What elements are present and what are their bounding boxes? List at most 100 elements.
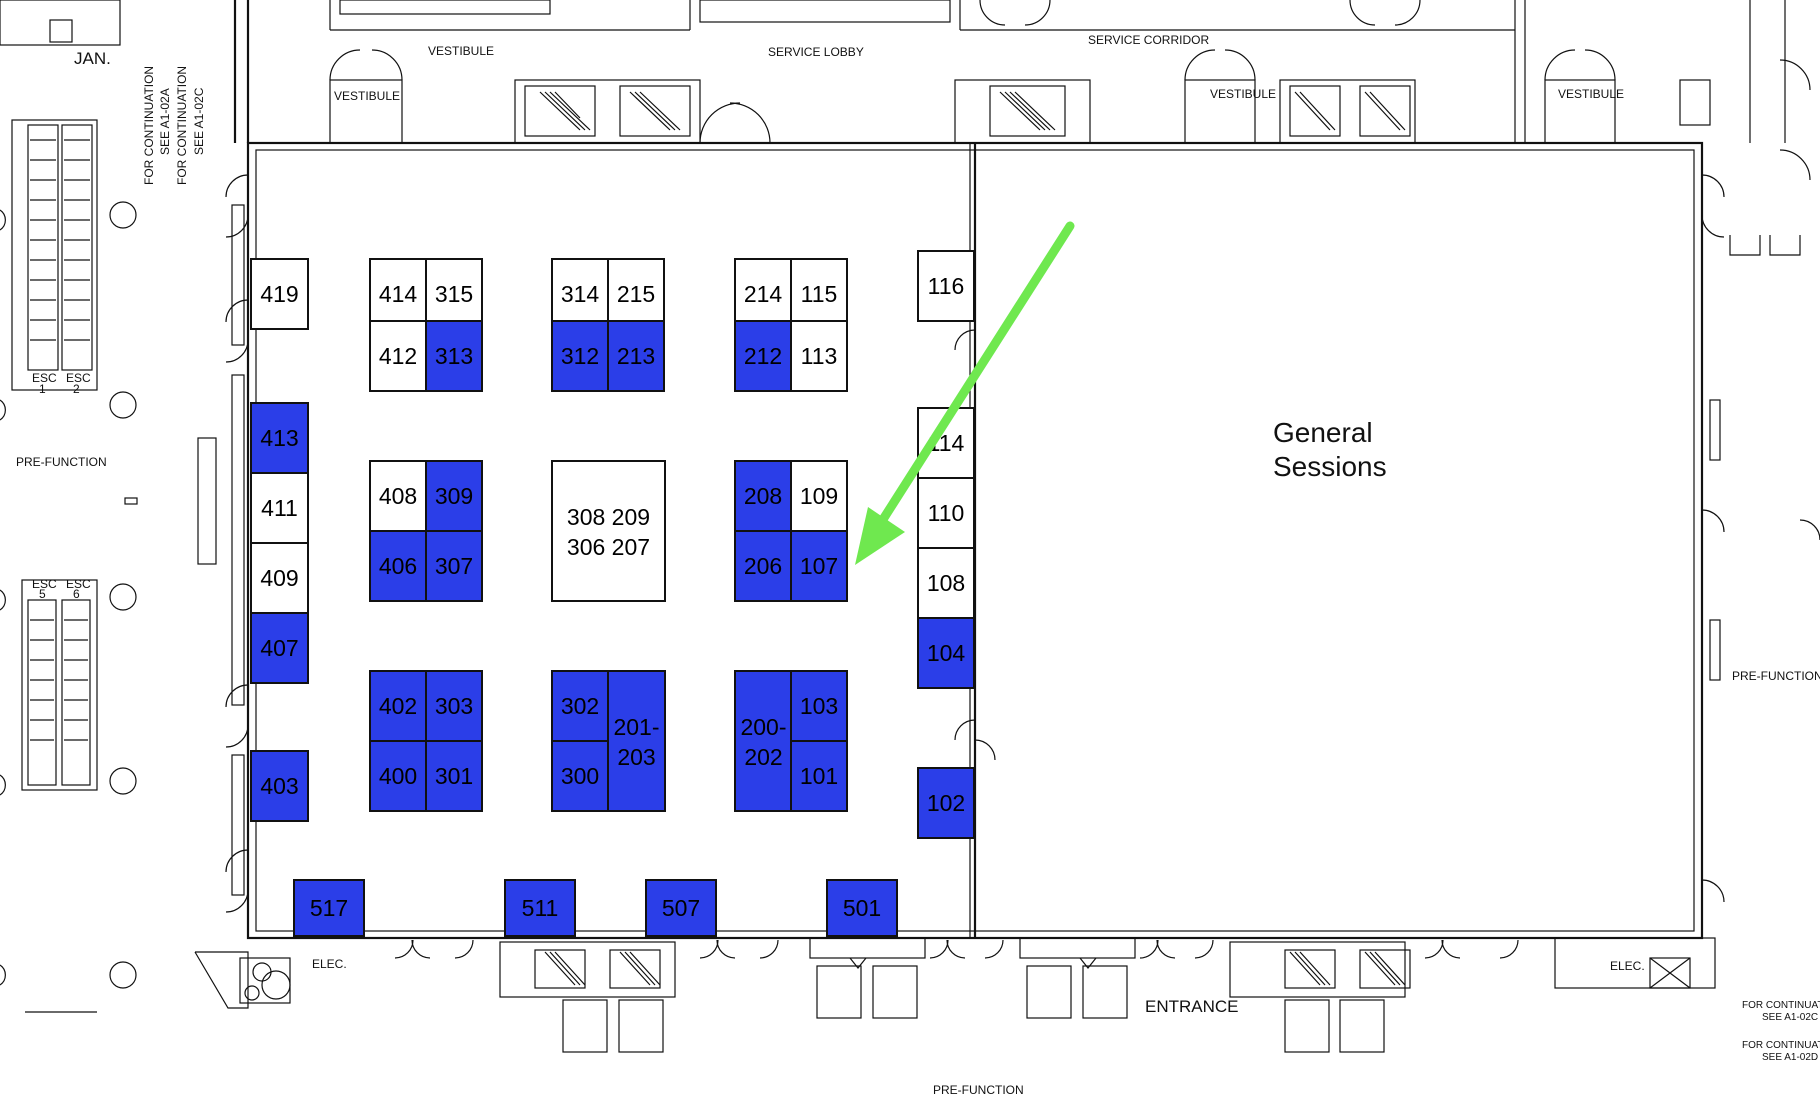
booth-103[interactable]: 103 [790, 670, 848, 742]
booth-511[interactable]: 511 [504, 879, 576, 937]
booth-313[interactable]: 313 [425, 320, 483, 392]
esc6-label: ESC [66, 577, 91, 591]
booth-label: 214 [744, 281, 783, 307]
booth-419[interactable]: 419 [250, 258, 309, 330]
booth-label: 108 [927, 570, 965, 596]
booth-label: 213 [617, 343, 655, 369]
booth-307[interactable]: 307 [425, 530, 483, 602]
booth-label: 414 [379, 281, 418, 307]
booth-208[interactable]: 208 [734, 460, 792, 532]
booth-box [293, 879, 365, 937]
booth-406[interactable]: 406 [369, 530, 427, 602]
booth-403[interactable]: 403 [250, 750, 309, 822]
esc2-number: 2 [73, 382, 80, 396]
booth-box [917, 547, 975, 619]
booth-213[interactable]: 213 [607, 320, 665, 392]
booth-box [734, 670, 793, 812]
booth-box [250, 542, 309, 614]
booth-312[interactable]: 312 [551, 320, 609, 392]
booth-label: 312 [561, 343, 599, 369]
booth-517[interactable]: 517 [293, 879, 365, 937]
booth-label: 313 [435, 343, 473, 369]
jan-label: JAN. [74, 49, 111, 68]
booth-109[interactable]: 109 [790, 460, 848, 532]
booth-411[interactable]: 411 [250, 472, 309, 544]
continuation-bottom-right-1-line1: FOR CONTINUATION [1742, 1000, 1820, 1011]
booth-200[interactable]: 200- 202 [734, 670, 793, 812]
general-sessions-line1: General [1273, 417, 1373, 448]
booth-115[interactable]: 115 [790, 258, 848, 330]
booth-303[interactable]: 303 [425, 670, 483, 742]
booth-label: 507 [662, 895, 700, 921]
booth-206[interactable]: 206 [734, 530, 792, 602]
continuation-bottom-right-2-line1: FOR CONTINUATION [1742, 1040, 1820, 1051]
booth-label: 113 [801, 343, 838, 369]
booth-box [551, 740, 609, 812]
vestibule-left-label: VESTIBULE [334, 89, 400, 103]
booth-201[interactable]: 201-203 [607, 670, 666, 812]
booth-box [369, 530, 427, 602]
booth-label: 411 [261, 495, 298, 521]
booth-box [734, 320, 792, 392]
booth-label-line2: 202 [744, 744, 782, 770]
booth-box [551, 320, 609, 392]
booth-box [250, 258, 309, 330]
booth-507[interactable]: 507 [645, 879, 717, 937]
booth-104[interactable]: 104 [917, 617, 975, 689]
booth-212[interactable]: 212 [734, 320, 792, 392]
booth-400[interactable]: 400 [369, 740, 427, 812]
booth-402[interactable]: 402 [369, 670, 427, 742]
booth-300[interactable]: 300 [551, 740, 609, 812]
booth-302[interactable]: 302 [551, 670, 609, 742]
booth-407[interactable]: 407 [250, 612, 309, 684]
service-corridor-label: SERVICE CORRIDOR [1088, 33, 1209, 47]
booth-309[interactable]: 309 [425, 460, 483, 532]
booth-box [917, 617, 975, 689]
esc5-number: 5 [39, 587, 46, 601]
continuation-bottom-right-1-line2: SEE A1-02C [1762, 1012, 1818, 1023]
continuation-a1-02c-line2: SEE A1-02C [192, 87, 206, 155]
booth-label: 206 [744, 553, 782, 579]
booth-414[interactable]: 414 [369, 258, 427, 330]
esc2-label: ESC [66, 371, 91, 385]
escalator-group-bottom [21, 579, 98, 791]
booth-box [369, 320, 427, 392]
prefunction-bottom-label: PRE-FUNCTION [933, 1083, 1024, 1097]
booth-label-line2: 306 207 [567, 534, 650, 560]
booth-214[interactable]: 214 [734, 258, 792, 330]
booth-box [790, 740, 848, 812]
booth-412[interactable]: 412 [369, 320, 427, 392]
booth-409[interactable]: 409 [250, 542, 309, 614]
booth-108[interactable]: 108 [917, 547, 975, 619]
booth-box [917, 477, 975, 549]
booth-107[interactable]: 107 [790, 530, 848, 602]
booth-413[interactable]: 413 [250, 402, 309, 474]
vestibule-mid-label: VESTIBULE [1210, 87, 1276, 101]
booth-label: 212 [744, 343, 782, 369]
service-lobby-label: SERVICE LOBBY [768, 45, 864, 59]
door-arcs-top [329, 0, 1616, 144]
booth-408[interactable]: 408 [369, 460, 427, 532]
continuation-a1-02a-line2: SEE A1-02A [158, 88, 172, 155]
booth-315[interactable]: 315 [425, 258, 483, 330]
booth-215[interactable]: 215 [607, 258, 665, 330]
booth-301[interactable]: 301 [425, 740, 483, 812]
booth-label: 403 [260, 773, 298, 799]
booth-box [790, 530, 848, 602]
booth-box [425, 530, 483, 602]
booth-102[interactable]: 102 [917, 767, 975, 839]
booth-label: 102 [927, 790, 965, 816]
booth-label: 300 [561, 763, 599, 789]
booth-110[interactable]: 110 [917, 477, 975, 549]
booth-label: 200- [740, 714, 786, 740]
booth-box [645, 879, 717, 937]
booth-101[interactable]: 101 [790, 740, 848, 812]
booth-116[interactable]: 116 [917, 250, 975, 322]
booth-501[interactable]: 501 [826, 879, 898, 937]
booth-314[interactable]: 314 [551, 258, 609, 330]
booth-113[interactable]: 113 [790, 320, 848, 392]
booth-box [504, 879, 576, 937]
continuation-a1-02c-line1: FOR CONTINUATION [175, 66, 189, 185]
booth-label: 116 [928, 273, 965, 299]
